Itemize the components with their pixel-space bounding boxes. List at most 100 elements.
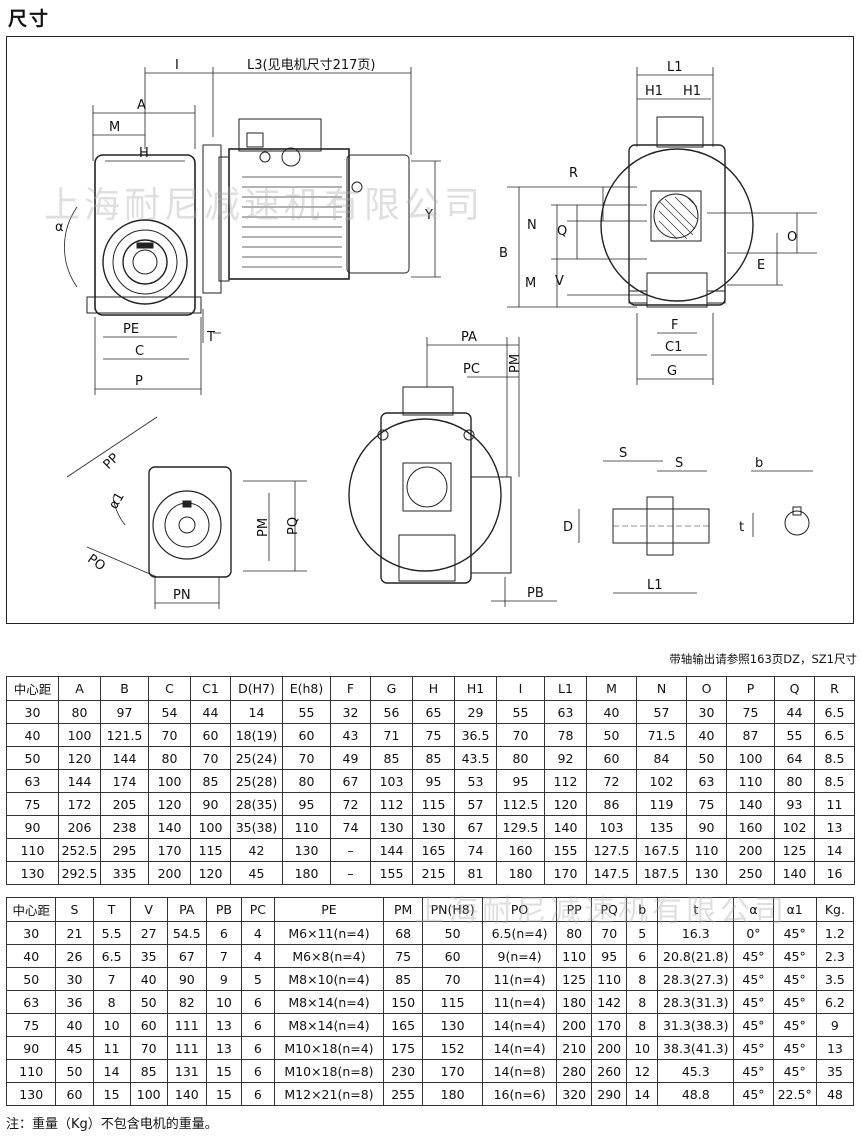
table-cell: 71 (370, 723, 413, 747)
table-cell: 45 (55, 1036, 94, 1060)
table-cell: M10×18(n=8) (273, 1059, 385, 1083)
table-cell: 5.5 (92, 921, 131, 945)
table-cell: 280 (556, 1059, 593, 1083)
table-cell: 44 (190, 700, 231, 724)
table-cell: 255 (383, 1082, 424, 1106)
column-header: V (129, 897, 168, 922)
table-cell: 155 (370, 861, 413, 885)
table-cell: 42 (230, 838, 283, 862)
table-cell: 200 (148, 861, 191, 885)
table-cell: 93 (774, 792, 815, 816)
shaft-output-note: 带轴输出请参照163页DZ，SZ1尺寸 (669, 652, 857, 666)
table-cell: 15 (205, 1082, 242, 1106)
table-cell: 67 (330, 769, 371, 793)
label-po: PO (84, 552, 107, 575)
table-cell: 85 (412, 746, 455, 770)
output-flange-face (148, 466, 232, 578)
table-cell: 14 (626, 1082, 659, 1106)
table-cell: 29 (454, 700, 497, 724)
table-cell: 90 (5, 1036, 57, 1060)
table-cell: 70 (496, 723, 545, 747)
table-cell: 45° (733, 1082, 774, 1106)
table-cell: 14(n=4) (481, 1036, 558, 1060)
table-cell: 295 (100, 838, 149, 862)
table-cell: 57 (454, 792, 497, 816)
table-cell: 110 (686, 838, 727, 862)
table-cell: 210 (556, 1036, 593, 1060)
table-cell: 152 (422, 1036, 483, 1060)
table-cell: 100 (148, 769, 191, 793)
table-cell: 6 (240, 1036, 275, 1060)
table-cell: 110 (5, 1059, 57, 1083)
table-cell: 75 (726, 700, 775, 724)
table-cell: M12×21(n=8) (273, 1082, 385, 1106)
column-header: Kg. (815, 897, 855, 922)
table-cell: 85 (190, 769, 231, 793)
table-cell: 6 (240, 1059, 275, 1083)
label-t: T (206, 330, 215, 345)
table-cell: 119 (636, 792, 687, 816)
table-cell: 140 (166, 1082, 207, 1106)
label-t-small: t (739, 520, 744, 535)
label-pq: PQ (286, 517, 301, 535)
table-cell: 54.5 (166, 921, 207, 945)
table-cell: 85 (383, 967, 424, 991)
table-cell: 55 (496, 700, 545, 724)
table-cell: 20.8(21.8) (657, 944, 735, 968)
table-cell: 40 (586, 700, 637, 724)
flange-view-dimensions (426, 337, 557, 607)
label-v: V (555, 274, 564, 289)
table-cell: 2.3 (815, 944, 855, 968)
table-cell: 95 (591, 944, 628, 968)
column-header: α (733, 897, 774, 922)
column-header: PM (383, 897, 424, 922)
label-f: F (671, 318, 678, 333)
table-cell: 67 (454, 815, 497, 839)
table-cell: 50 (6, 746, 59, 770)
table-cell: 60 (586, 746, 637, 770)
table-cell: 7 (92, 967, 131, 991)
column-header: Q (774, 676, 815, 701)
table-cell: 6.5 (92, 944, 131, 968)
table-cell: 8.5 (814, 769, 855, 793)
table-cell: 80 (774, 769, 815, 793)
table-cell: 112 (370, 792, 413, 816)
table-cell: 50 (5, 967, 57, 991)
table-cell: 174 (100, 769, 149, 793)
table-cell: 40 (686, 723, 727, 747)
label-p: P (135, 374, 143, 389)
table-cell: 60 (190, 723, 231, 747)
table-cell: 205 (100, 792, 149, 816)
table-cell: 74 (330, 815, 371, 839)
table-cell: 142 (591, 990, 628, 1014)
table-cell: – (330, 861, 371, 885)
table-cell: 165 (383, 1013, 424, 1037)
table-cell: 90 (190, 792, 231, 816)
label-c: C (135, 344, 144, 359)
label-h: H (139, 146, 149, 161)
table-cell: 131 (166, 1059, 207, 1083)
table-cell: 26 (55, 944, 94, 968)
table-cell: 48 (815, 1082, 855, 1106)
table-cell: 45° (772, 1036, 817, 1060)
table-cell: 5 (626, 921, 659, 945)
table-cell: 90 (686, 815, 727, 839)
table-cell: 130 (370, 815, 413, 839)
label-n: N (527, 218, 537, 233)
table-cell: 30 (55, 967, 94, 991)
table-cell: 60 (282, 723, 331, 747)
column-header: O (686, 676, 727, 701)
table-cell: 60 (55, 1082, 94, 1106)
table-cell: 70 (148, 723, 191, 747)
table-cell: 71.5 (636, 723, 687, 747)
column-header: H1 (454, 676, 497, 701)
table-cell: M8×14(n=4) (273, 1013, 385, 1037)
table-cell: 187.5 (636, 861, 687, 885)
column-header: 中心距 (6, 676, 59, 701)
table-cell: 140 (726, 792, 775, 816)
table-cell: 13 (814, 815, 855, 839)
table-cell: 60 (129, 1013, 168, 1037)
table-cell: 45° (733, 944, 774, 968)
